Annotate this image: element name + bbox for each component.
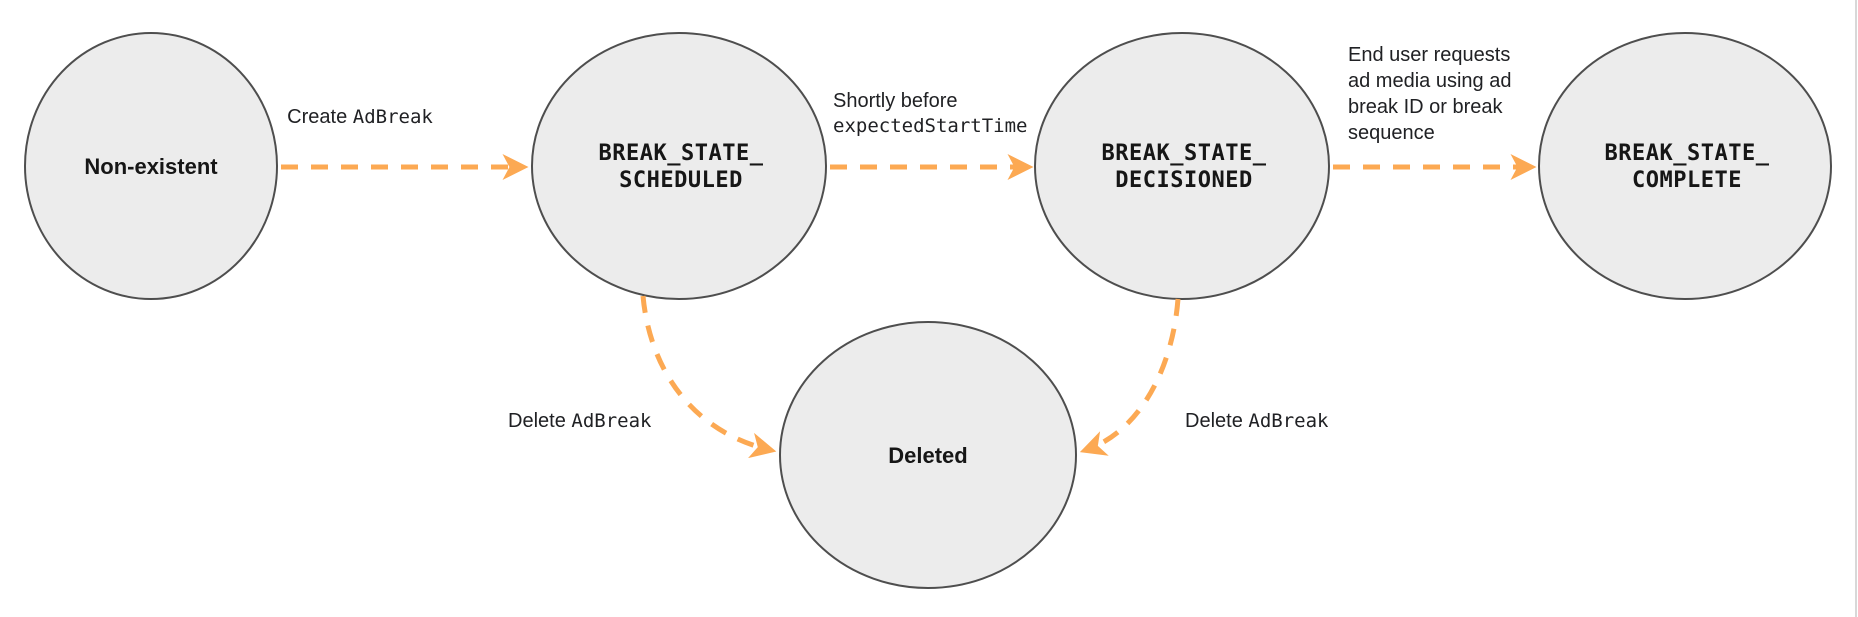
state-label-break-state-scheduled: BREAK_STATE_ SCHEDULED bbox=[599, 140, 764, 194]
state-label-break-state-complete: BREAK_STATE_ COMPLETE bbox=[1605, 140, 1770, 194]
state-label-line: COMPLETE bbox=[1632, 168, 1742, 193]
transition-label-line: break ID or break bbox=[1348, 96, 1503, 118]
state-label-line: BREAK_STATE_ bbox=[598, 141, 764, 166]
transition-label-line: End user requests bbox=[1348, 44, 1511, 66]
edge-delete-adbreak-from-decisioned bbox=[1079, 298, 1181, 456]
state-circle-non-existent bbox=[24, 32, 278, 300]
edge-delete-adbreak-from-scheduled bbox=[640, 295, 777, 459]
transition-label-create-adbreak: Create AdBreak bbox=[287, 104, 433, 130]
state-label-line: DECISIONED bbox=[1115, 168, 1253, 193]
transition-label-shortly-before: Shortly before expectedStartTime bbox=[833, 89, 1027, 139]
transition-label-delete-adbreak-right: Delete AdBreak bbox=[1185, 408, 1328, 434]
transition-label-line: ad media using ad bbox=[1348, 70, 1512, 92]
state-label-line: BREAK_STATE_ bbox=[1101, 141, 1267, 166]
transition-label-line: sequence bbox=[1348, 122, 1435, 144]
transition-label-text: Delete bbox=[508, 410, 572, 432]
state-circle-break-state-complete bbox=[1538, 32, 1832, 300]
transition-label-code: expectedStartTime bbox=[833, 115, 1028, 137]
state-label-line: BREAK_STATE_ bbox=[1604, 141, 1770, 166]
transition-label-delete-adbreak-left: Delete AdBreak bbox=[508, 408, 651, 434]
state-label-line: SCHEDULED bbox=[619, 168, 743, 193]
transition-label-text: Shortly before bbox=[833, 90, 958, 112]
transition-label-text: Create bbox=[287, 106, 353, 128]
state-label-deleted: Deleted bbox=[888, 443, 968, 468]
transition-label-code: AdBreak bbox=[1248, 410, 1329, 432]
state-circle-break-state-scheduled bbox=[531, 32, 827, 300]
state-label-break-state-decisioned: BREAK_STATE_ DECISIONED bbox=[1102, 140, 1267, 194]
transition-label-code: AdBreak bbox=[352, 106, 433, 128]
page-edge-divider bbox=[1855, 0, 1857, 617]
transition-label-code: AdBreak bbox=[571, 410, 652, 432]
state-circle-deleted bbox=[779, 321, 1077, 589]
transition-label-end-user-requests: End user requests ad media using ad brea… bbox=[1348, 42, 1511, 146]
state-label-non-existent: Non-existent bbox=[84, 154, 218, 179]
transition-label-text: Delete bbox=[1185, 410, 1249, 432]
state-circle-break-state-decisioned bbox=[1034, 32, 1330, 300]
